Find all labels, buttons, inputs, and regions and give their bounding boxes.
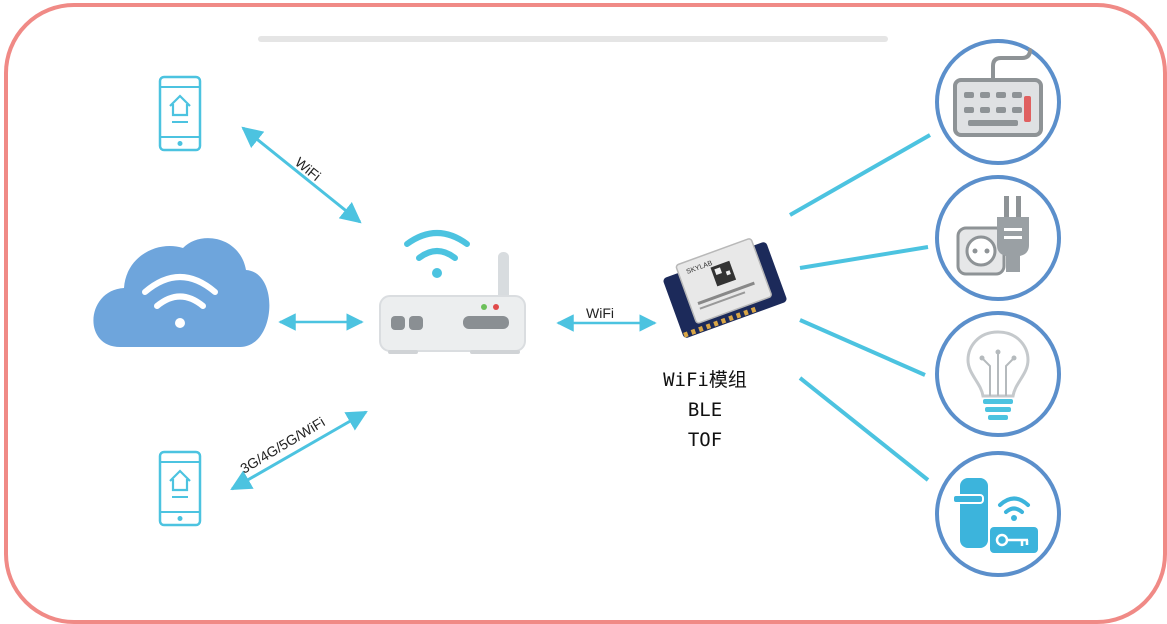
light-bulb-icon: [966, 330, 1030, 420]
label-cellular-phone-bottom: 3G/4G/5G/WiFi: [237, 414, 327, 477]
module-line-wifi: WiFi模组: [663, 369, 747, 391]
wifi-cloud-icon: [93, 238, 270, 347]
link-phone-bottom-router: [230, 410, 368, 491]
smart-lock-device: [935, 451, 1061, 577]
link-phone-top-router: [241, 126, 362, 224]
link-module-lock: [798, 376, 930, 482]
power-plug-device: [935, 175, 1061, 301]
label-wifi-module: WiFi: [586, 305, 614, 321]
power-plug-socket-icon: [956, 196, 1029, 276]
link-module-plug: [799, 245, 929, 270]
light-bulb-device: [935, 311, 1061, 437]
link-module-keyboard: [789, 133, 931, 217]
smartphone-top-icon: [158, 75, 202, 152]
module-capabilities: WiFi模组 BLE TOF: [620, 365, 790, 455]
smart-lock-icon: [952, 478, 1038, 553]
module-line-ble: BLE: [687, 399, 723, 421]
wifi-router-icon: [379, 230, 526, 354]
keyboard-device: [935, 39, 1061, 165]
link-module-bulb: [799, 318, 926, 377]
smartphone-bottom-icon: [158, 450, 202, 527]
cropped-header-remnant: [258, 36, 888, 42]
keyboard-icon: [953, 48, 1043, 137]
module-line-tof: TOF: [687, 429, 723, 451]
wifi-module-chip-icon: SKYLAB: [663, 238, 787, 338]
